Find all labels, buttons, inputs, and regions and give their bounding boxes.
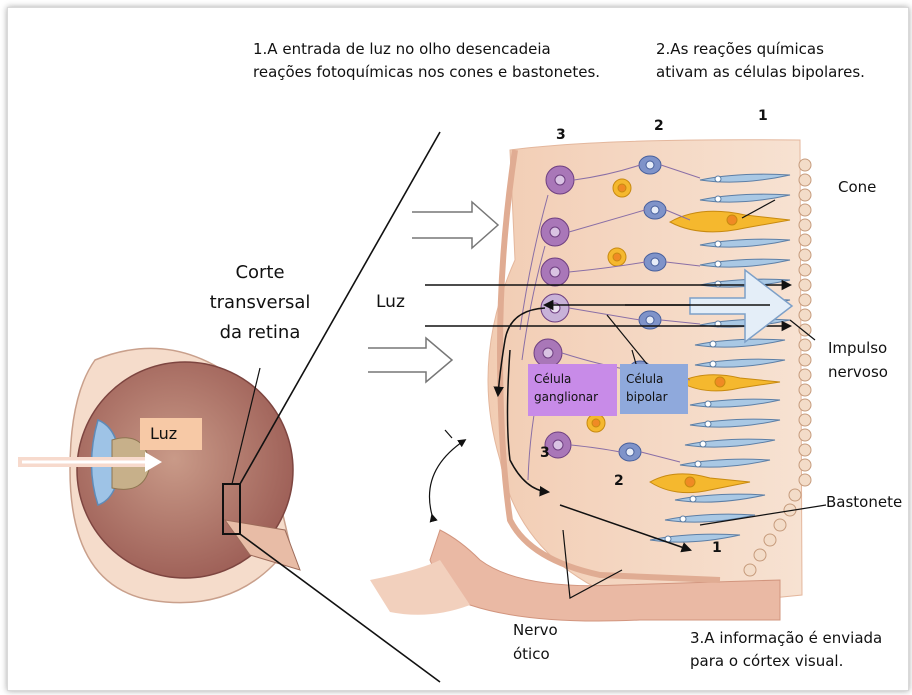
layer-number-2-bottom: 2 (614, 473, 624, 489)
optic-nerve-label: Nervo ótico (513, 618, 558, 666)
step-1-text: 1.A entrada de luz no olho desencadeia r… (253, 38, 600, 84)
layer-number-1-top: 1 (758, 108, 768, 124)
layer-number-3-top: 3 (556, 127, 566, 143)
luz-eye-box: Luz (140, 418, 202, 450)
layer-number-2-top: 2 (654, 118, 664, 134)
layer-number-3-bottom: 3 (540, 445, 550, 461)
step-2-text: 2.As reações químicas ativam as células … (656, 38, 865, 84)
curved-arrow (429, 440, 465, 515)
cross-section-label: Corte transversal da retina (185, 258, 335, 348)
light-label: Luz (376, 290, 405, 314)
rod-label: Bastonete (826, 490, 902, 514)
ganglion-cell-box: Célula ganglionar (528, 364, 617, 416)
step-3-text: 3.A informação é enviada para o córtex v… (690, 627, 882, 673)
nerve-impulse-label: Impulso nervoso (828, 336, 888, 384)
cone-label: Cone (838, 175, 876, 199)
eye-illustration (18, 132, 440, 682)
bipolar-cell-box: Célula bipolar (620, 364, 688, 414)
layer-number-1-bottom: 1 (712, 540, 722, 556)
